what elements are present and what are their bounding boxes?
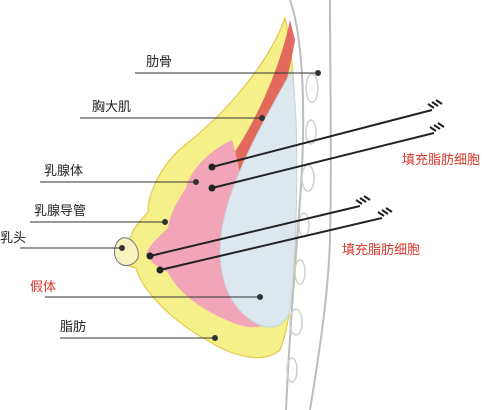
implant-shape bbox=[219, 68, 298, 328]
rib-label: 肋骨 bbox=[146, 55, 173, 70]
milk-duct-label: 乳腺导管 bbox=[34, 204, 87, 219]
fat-cell-fill-upper-label: 填充脂肪细胞 bbox=[402, 153, 481, 168]
mammary-gland-label: 乳腺体 bbox=[44, 164, 84, 179]
skin-outline-back bbox=[309, 0, 332, 410]
fat-label: 脂肪 bbox=[60, 320, 87, 335]
pectoralis-major-label: 胸大肌 bbox=[92, 100, 132, 115]
chest-wall-outline bbox=[285, 0, 305, 410]
injection-needle-icon bbox=[146, 195, 393, 274]
leader-lines bbox=[20, 70, 321, 341]
nipple-label: 乳头 bbox=[0, 231, 27, 246]
fat-cell-fill-lower-label: 填充脂肪细胞 bbox=[342, 243, 421, 258]
implant-label: 假体 bbox=[30, 280, 57, 295]
injection-needle-icon bbox=[208, 99, 445, 192]
